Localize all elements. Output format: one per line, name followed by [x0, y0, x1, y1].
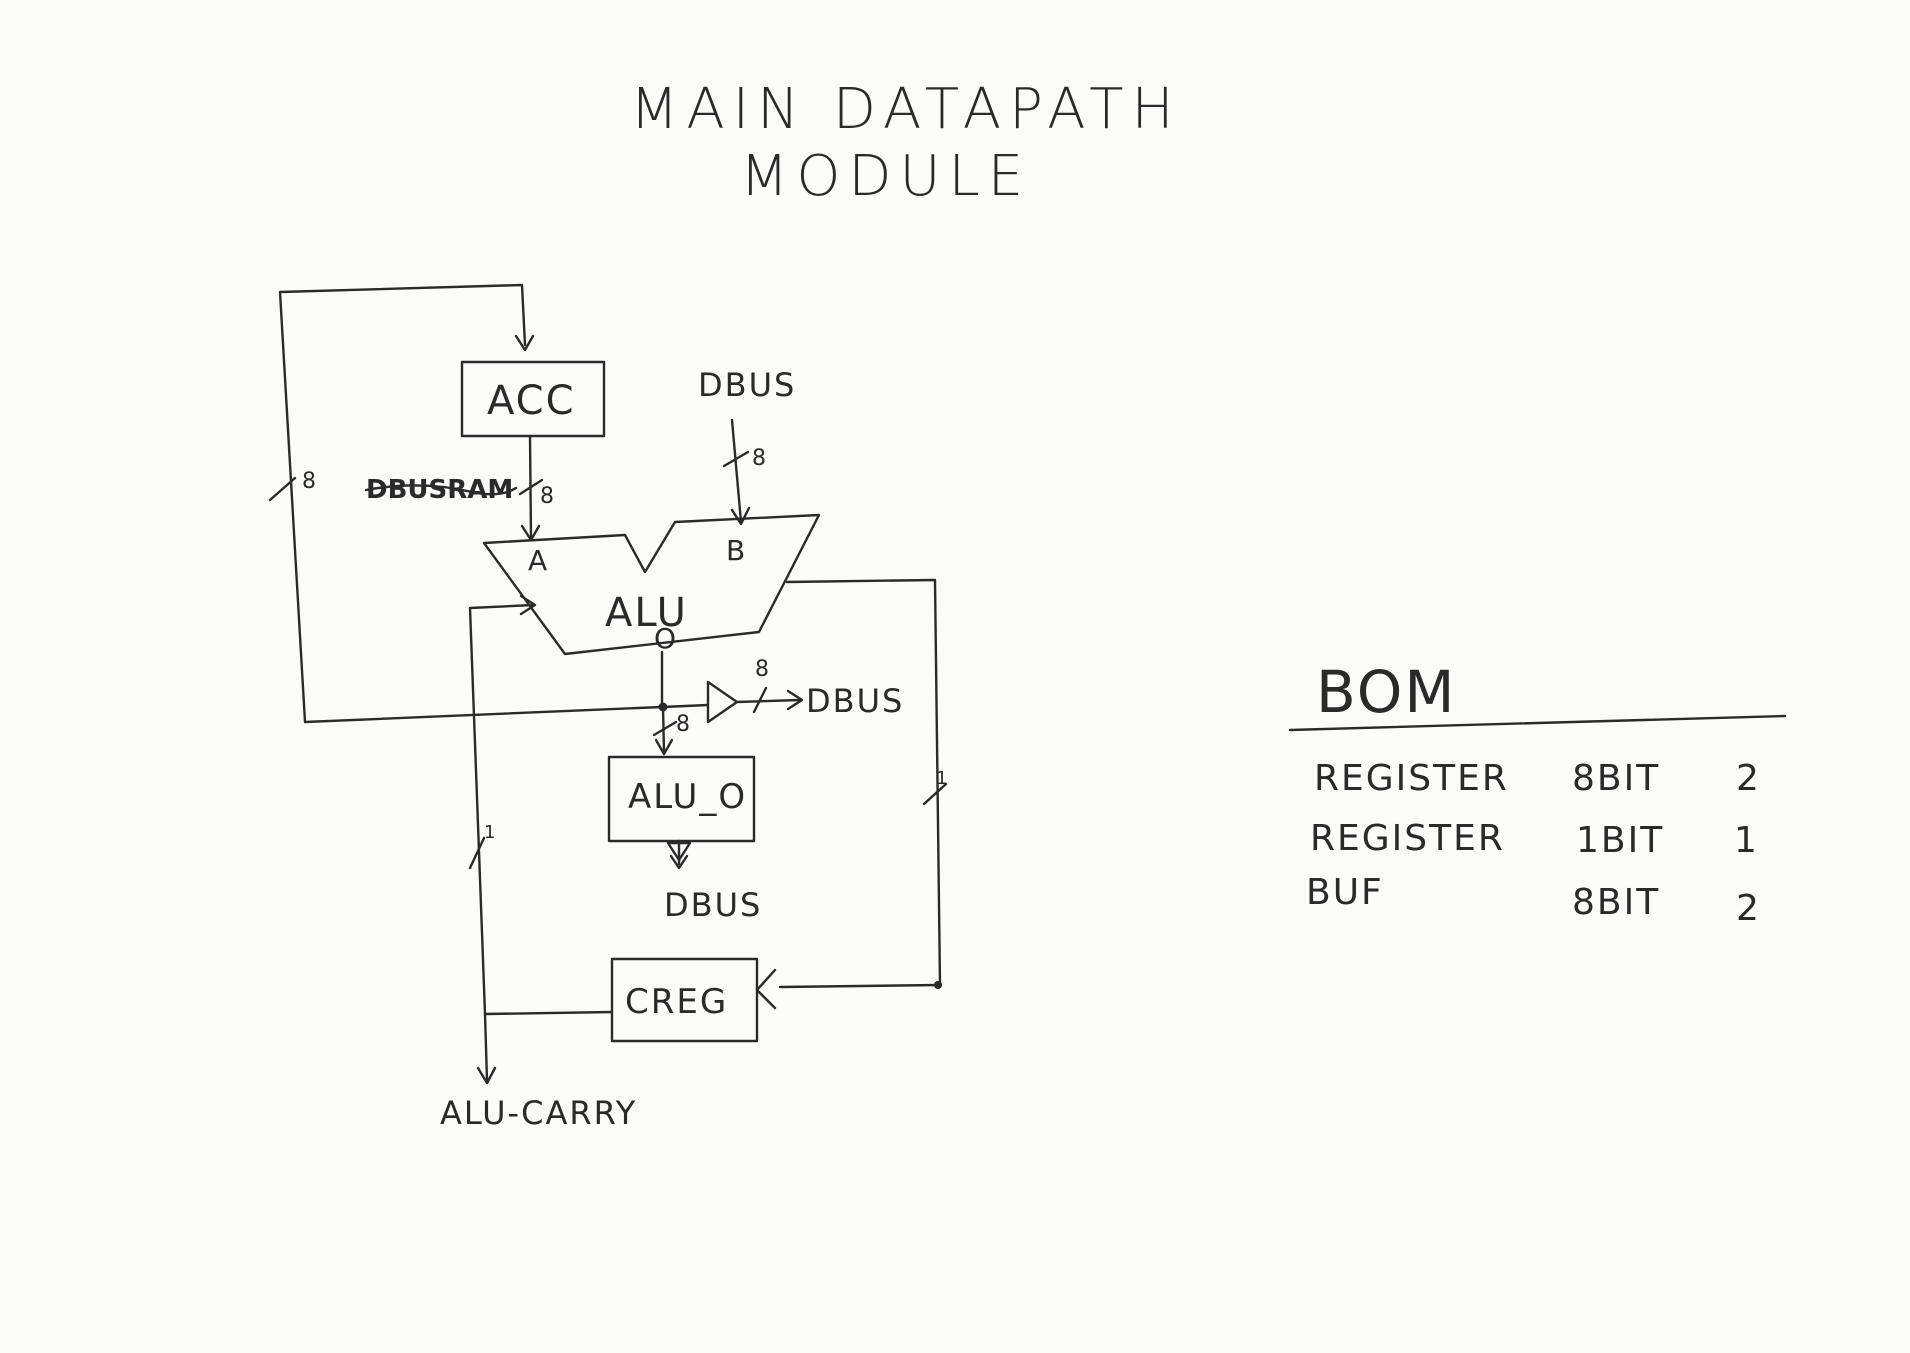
- alu-o-output-buffer: [666, 841, 692, 862]
- creg-label: CREG: [625, 982, 728, 1022]
- bom-row-3-qty: 2: [1736, 888, 1761, 929]
- dbus-right-arrowhead: [786, 689, 804, 711]
- acc-to-a-width-tick: [518, 478, 544, 496]
- bom-row-3-width: 8BIT: [1572, 882, 1660, 923]
- feedback-width-tick: [268, 476, 297, 502]
- bom-heading: BOM: [1316, 658, 1456, 726]
- dbus-to-b-width-tick: [722, 450, 750, 468]
- to-alu-o-width-tick: [652, 720, 678, 737]
- acc-input-arrowhead: [514, 334, 535, 352]
- alu-label: ALU: [605, 590, 688, 636]
- dbus-bottom-label: DBUS: [664, 886, 762, 924]
- alu-carry-output-wire: [483, 1012, 489, 1082]
- alu-port-b: B: [726, 534, 745, 567]
- buffer-to-dbus-wire: [735, 698, 802, 704]
- acc-feedback-wire: [278, 283, 664, 724]
- bom-row-2-name: REGISTER: [1310, 818, 1505, 859]
- alu-port-o: O: [654, 622, 676, 655]
- acc-label: ACC: [487, 378, 576, 424]
- carry-out-width-label: 1: [936, 768, 947, 789]
- alu-carry-arrowhead: [476, 1066, 497, 1085]
- alu-o-register: [607, 755, 756, 843]
- alu-carry-label: ALU-CARRY: [440, 1094, 637, 1132]
- creg-clock-input: [755, 968, 777, 1010]
- bom-row-2-width: 1BIT: [1576, 820, 1664, 861]
- alu-port-a: A: [528, 544, 547, 577]
- dbus-to-b-width-label: 8: [752, 446, 766, 471]
- dbus-right-label: DBUS: [806, 682, 904, 720]
- alu-carry-out-wire: [778, 578, 942, 989]
- acc-to-a-width-label: 8: [540, 484, 554, 509]
- out-to-dbus-width-label: 8: [755, 657, 769, 682]
- bom-underline: [1288, 714, 1787, 732]
- out-to-dbus-width-tick: [752, 686, 768, 714]
- to-alu-o-width-label: 8: [676, 712, 690, 737]
- acc-register: [460, 360, 606, 438]
- carry-in-width-label: 1: [484, 822, 495, 843]
- alu-b-arrowhead: [730, 506, 751, 526]
- dbus-output-buffer: [706, 680, 739, 724]
- alu-carry-in-arrowhead: [519, 594, 537, 616]
- title-line-1: MAIN DATAPATH: [630, 77, 1182, 142]
- scribble-strike: [364, 484, 518, 496]
- alu-o-down-arrowhead: [669, 854, 689, 870]
- crossed-out-scribble: DBUSRAM: [366, 475, 513, 505]
- bom-row-3-name: BUF: [1306, 872, 1384, 913]
- bom-row-1-name: REGISTER: [1314, 758, 1509, 799]
- out-to-buffer-wire: [661, 703, 710, 709]
- alu-carry-in-wire: [468, 603, 614, 1016]
- creg-register: [610, 957, 759, 1043]
- carry-out-width-tick: [922, 782, 948, 806]
- bom-row-1-qty: 2: [1736, 758, 1761, 799]
- dbus-top-label: DBUS: [698, 366, 796, 404]
- alu-o-arrowhead: [654, 738, 674, 756]
- title-line-2: MODULE: [740, 144, 1031, 209]
- creg-input-junction: [934, 981, 942, 989]
- carry-in-width-tick: [468, 836, 486, 870]
- feedback-width-label: 8: [302, 469, 316, 494]
- alu-block: [482, 513, 821, 656]
- bom-row-1-width: 8BIT: [1572, 758, 1660, 799]
- bom-row-2-qty: 1: [1734, 820, 1759, 861]
- alu-o-label: ALU_O: [628, 777, 747, 817]
- dbus-to-alu-b-wire: [730, 418, 743, 524]
